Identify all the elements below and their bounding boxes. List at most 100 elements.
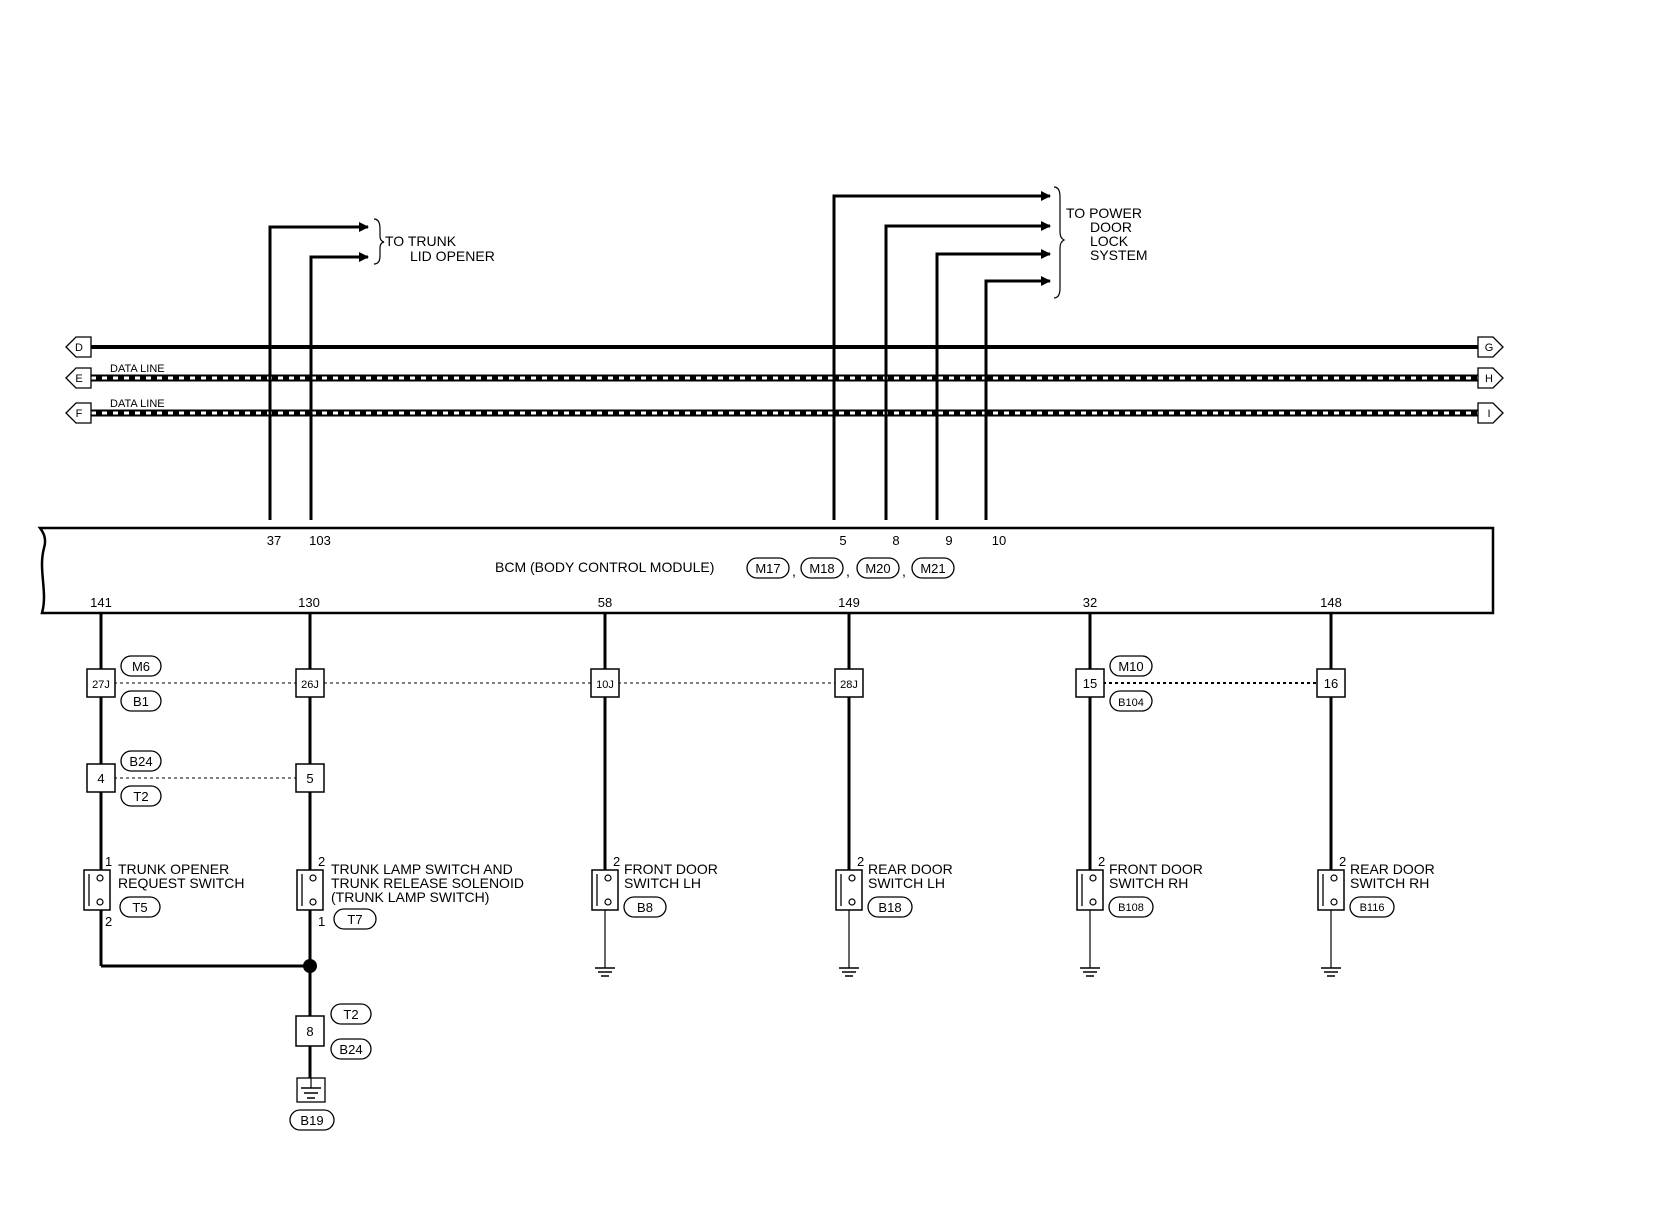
bcm-pin-103: 103 (309, 533, 331, 548)
svg-text:F: F (76, 408, 83, 420)
body-ground-symbol (296, 1077, 326, 1103)
ground-icon (1080, 967, 1100, 977)
svg-text:G: G (1485, 342, 1494, 354)
bcm-pin-149: 149 (838, 595, 860, 610)
data-line-label-f: DATA LINE (110, 398, 165, 410)
connector-m6: M6 (120, 655, 162, 677)
switch-pin-top: 1 (105, 854, 112, 869)
bcm-pin-9: 9 (945, 533, 952, 548)
bcm-pin-148: 148 (1320, 595, 1342, 610)
connector-b8: B8 (623, 896, 667, 918)
connector-t7: T7 (333, 908, 377, 930)
bcm-pin-141: 141 (90, 595, 112, 610)
svg-text:M17: M17 (755, 561, 780, 576)
connector-b104: B104 (1109, 690, 1153, 712)
bcm-connector-separator: , (792, 563, 796, 579)
svg-text:8: 8 (306, 1024, 313, 1039)
switch-rear-door-lh (835, 869, 863, 911)
ground-icon (839, 967, 859, 977)
junction-16: 16 (1316, 668, 1346, 698)
terminal-h: H (1477, 367, 1504, 389)
switch-trunk-lamp (296, 869, 324, 911)
svg-text:16: 16 (1324, 676, 1338, 691)
switch-label-line2: SWITCH RH (1350, 875, 1429, 891)
switch-label-line1: REAR DOOR (868, 861, 953, 877)
svg-text:T2: T2 (343, 1007, 358, 1022)
switch-pin-top: 2 (1339, 854, 1346, 869)
bcm-pin-10: 10 (992, 533, 1006, 548)
switch-label-line1: FRONT DOOR (624, 861, 718, 877)
svg-text:B19: B19 (300, 1113, 323, 1128)
bcm-connector-m21: M21 (911, 557, 955, 579)
svg-text:M10: M10 (1118, 659, 1143, 674)
switch-label-line2: REQUEST SWITCH (118, 875, 245, 891)
svg-text:M18: M18 (809, 561, 834, 576)
svg-text:5: 5 (306, 771, 313, 786)
connector-b19: B19 (289, 1109, 335, 1131)
terminal-f: F (65, 402, 92, 424)
bcm-output-wires (99, 613, 1333, 1078)
junction-5: 5 (295, 763, 325, 793)
bcm-pin-37: 37 (267, 533, 281, 548)
bcm-connector-m18: M18 (800, 557, 844, 579)
splice-junction (303, 959, 317, 973)
junction-10j: 10J (590, 668, 620, 698)
connector-b116: B116 (1349, 896, 1395, 918)
trunk-lid-opener-wires (268, 222, 369, 520)
switch-label-line1: TRUNK OPENER (118, 861, 229, 877)
terminal-i: I (1477, 402, 1504, 424)
bcm-connector-separator: , (846, 563, 850, 579)
bcm-label: BCM (BODY CONTROL MODULE) (495, 559, 714, 575)
svg-text:M6: M6 (132, 659, 150, 674)
svg-text:10J: 10J (596, 679, 614, 691)
connector-b18: B18 (867, 896, 913, 918)
trunk-lid-label-line1: TO TRUNK (385, 233, 457, 249)
svg-text:B116: B116 (1360, 902, 1385, 914)
bcm-connector-separator: , (902, 563, 906, 579)
svg-text:T2: T2 (133, 789, 148, 804)
switch-rear-door-rh (1317, 869, 1345, 911)
power-door-lock-wires (832, 191, 1051, 520)
terminal-e: E (65, 367, 92, 389)
trunk-lid-label-line2: LID OPENER (410, 248, 495, 264)
svg-text:E: E (75, 373, 82, 385)
ground-leads (604, 910, 1332, 968)
bcm-pin-5: 5 (839, 533, 846, 548)
bcm-pin-8: 8 (892, 533, 899, 548)
switch-label-line2: SWITCH LH (624, 875, 701, 891)
switch-label-line2: TRUNK RELEASE SOLENOID (331, 875, 524, 891)
switch-trunk-opener-request (83, 869, 111, 911)
junction-4: 4 (86, 763, 116, 793)
switch-pin-top: 2 (318, 854, 325, 869)
svg-text:15: 15 (1083, 676, 1097, 691)
switch-pin-bottom: 1 (318, 914, 325, 929)
terminal-d: D (65, 336, 92, 358)
svg-text:M21: M21 (920, 561, 945, 576)
power-door-lock-line3: LOCK (1090, 233, 1129, 249)
switch-front-door-rh (1076, 869, 1104, 911)
junction-8: 8 (295, 1015, 325, 1047)
svg-text:4: 4 (97, 771, 104, 786)
svg-text:M20: M20 (865, 561, 890, 576)
switch-label-line1: TRUNK LAMP SWITCH AND (331, 861, 513, 877)
bcm-pin-58: 58 (598, 595, 612, 610)
junction-27j: 27J (86, 668, 116, 698)
ground-icon (1321, 967, 1341, 977)
trunk-lid-brace (373, 218, 385, 265)
connector-t5: T5 (119, 896, 161, 918)
svg-text:B24: B24 (129, 754, 152, 769)
svg-text:D: D (75, 342, 83, 354)
terminal-g: G (1477, 336, 1504, 358)
bcm-pin-32: 32 (1083, 595, 1097, 610)
svg-text:B24: B24 (339, 1042, 362, 1057)
svg-text:T5: T5 (132, 900, 147, 915)
svg-text:27J: 27J (92, 679, 110, 691)
junction-26j: 26J (295, 668, 325, 698)
bcm-pin-130: 130 (298, 595, 320, 610)
switch-pin-bottom: 2 (105, 914, 112, 929)
svg-text:B18: B18 (878, 900, 901, 915)
switch-label-line1: REAR DOOR (1350, 861, 1435, 877)
switch-pin-top: 2 (1098, 854, 1105, 869)
svg-text:H: H (1485, 373, 1493, 385)
